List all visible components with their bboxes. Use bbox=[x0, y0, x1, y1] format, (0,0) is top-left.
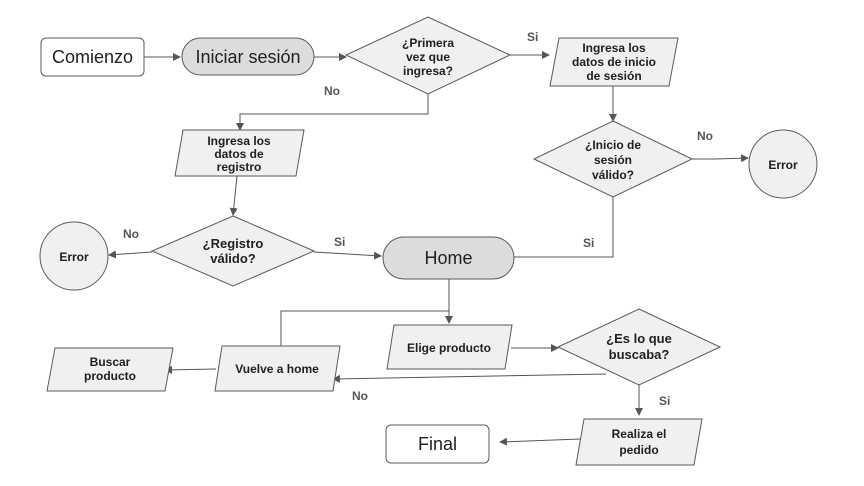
ingresa-registro-line2: datos de bbox=[214, 147, 264, 161]
edge-label-registro-no: No bbox=[123, 227, 139, 241]
node-final: Final bbox=[385, 424, 490, 464]
connector-inicio-valido-to-home bbox=[514, 197, 614, 258]
realiza-pedido-line1: Realiza el bbox=[612, 427, 667, 441]
connector-registro-valido-to-error bbox=[108, 250, 153, 259]
primera-vez-line1: ¿Primera bbox=[402, 36, 454, 50]
error-left-label: Error bbox=[59, 250, 89, 264]
edge-label-inicio-no: No bbox=[697, 129, 713, 143]
edge-label-primera-no: No bbox=[324, 84, 340, 98]
ingresa-inicio-line2: datos de inicio bbox=[572, 55, 656, 69]
node-error-left: Error bbox=[39, 221, 109, 291]
node-buscar-producto: Buscar producto bbox=[46, 347, 174, 392]
elige-producto-label: Elige producto bbox=[407, 341, 491, 355]
node-vuelve-home: Vuelve a home bbox=[214, 345, 341, 392]
home-label: Home bbox=[424, 248, 472, 268]
node-ingresa-registro: Ingresa los datos de registro bbox=[174, 129, 305, 177]
inicio-valido-line1: ¿Inicio de bbox=[585, 138, 641, 152]
buscar-producto-line2: producto bbox=[84, 369, 136, 383]
edge-label-buscaba-si: Si bbox=[659, 394, 670, 408]
ingresa-registro-line3: registro bbox=[217, 160, 262, 174]
es-lo-que-line2: buscaba? bbox=[609, 347, 670, 362]
connectors bbox=[108, 51, 749, 446]
ingresa-registro-line1: Ingresa los bbox=[207, 134, 271, 148]
connector-ingresa-registro-to-registro-valido bbox=[229, 175, 238, 216]
edge-label-registro-si: Si bbox=[334, 235, 345, 249]
decision-registro-valido: ¿Registro válido? bbox=[150, 215, 316, 287]
node-elige-producto: Elige producto bbox=[386, 324, 513, 370]
primera-vez-line2: vez que bbox=[406, 50, 450, 64]
vuelve-home-label: Vuelve a home bbox=[235, 362, 319, 376]
connector-inicio-valido-to-error bbox=[692, 154, 749, 163]
node-iniciar-sesion: Iniciar sesión bbox=[181, 37, 315, 76]
decision-primera-vez: ¿Primera vez que ingresa? bbox=[344, 16, 512, 95]
node-home: Home bbox=[382, 236, 515, 280]
connector-registro-valido-to-home bbox=[313, 251, 382, 260]
connector-vuelve-home-to-buscar bbox=[164, 365, 217, 374]
registro-valido-line2: válido? bbox=[210, 251, 256, 266]
inicio-valido-line3: válido? bbox=[592, 168, 634, 182]
edge-label-inicio-si: Si bbox=[583, 236, 594, 250]
ingresa-inicio-line3: de sesión bbox=[586, 69, 641, 83]
buscar-producto-line1: Buscar bbox=[90, 355, 131, 369]
node-ingresa-inicio: Ingresa los datos de inicio de sesión bbox=[549, 37, 679, 87]
primera-vez-line3: ingresa? bbox=[403, 64, 453, 78]
realiza-pedido-line2: pedido bbox=[619, 443, 658, 457]
connector-primera-to-ingresa-registro bbox=[236, 94, 429, 131]
edge-label-buscaba-no: No bbox=[352, 389, 368, 403]
final-label: Final bbox=[418, 434, 457, 454]
error-right-label: Error bbox=[768, 158, 798, 172]
node-realiza-pedido: Realiza el pedido bbox=[575, 418, 703, 466]
connector-home-to-vuelve-home bbox=[280, 310, 449, 346]
es-lo-que-line1: ¿Es lo que bbox=[606, 331, 672, 346]
edge-label-primera-si: Si bbox=[527, 30, 538, 44]
inicio-valido-line2: sesión bbox=[594, 153, 632, 167]
node-comienzo: Comienzo bbox=[40, 37, 145, 77]
edge-labels: Si No No Si No Si No Si bbox=[123, 30, 713, 408]
iniciar-sesion-label: Iniciar sesión bbox=[195, 47, 300, 67]
registro-valido-line1: ¿Registro bbox=[203, 236, 264, 251]
node-error-right: Error bbox=[748, 129, 818, 199]
decision-inicio-valido: ¿Inicio de sesión válido? bbox=[532, 120, 694, 198]
ingresa-inicio-line1: Ingresa los bbox=[582, 41, 646, 55]
comienzo-label: Comienzo bbox=[52, 47, 133, 67]
connector-realiza-to-final bbox=[499, 437, 581, 446]
connector-es-lo-que-to-vuelve-home bbox=[332, 373, 607, 383]
decision-es-lo-que: ¿Es lo que buscaba? bbox=[556, 308, 722, 386]
